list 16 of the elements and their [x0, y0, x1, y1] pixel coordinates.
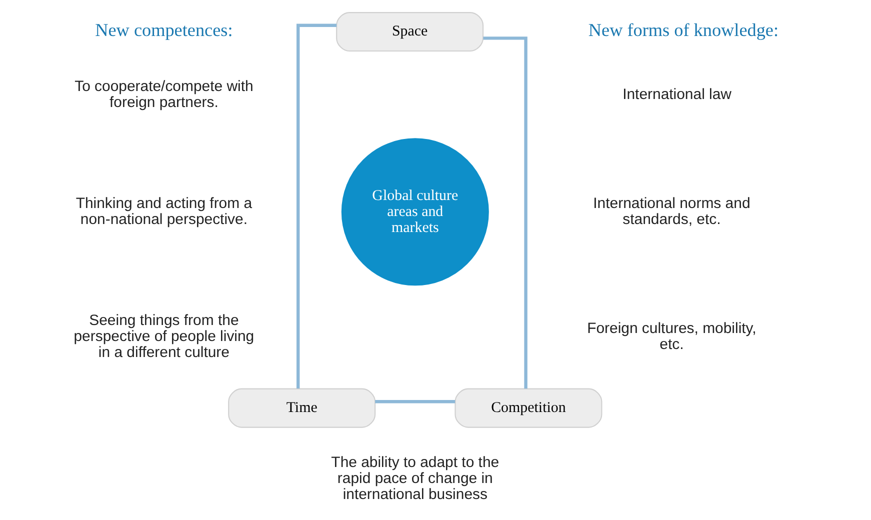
connector [374, 400, 455, 404]
label: Seeing things from the perspective of people living in a different culture [73, 312, 254, 361]
label: To cooperate/compete with foreign partners. [74, 78, 253, 111]
label: International law [622, 86, 732, 103]
connector [296, 24, 336, 389]
label: International norms and standards, etc. [592, 194, 750, 228]
label: Thinking and acting from a non-national perspective. [75, 194, 252, 228]
node-box: Time [228, 388, 376, 428]
label: New forms of knowledge: [588, 20, 778, 40]
label: New competences: [94, 20, 232, 40]
label: The ability to adapt to the rapid pace of change in international business [330, 454, 499, 504]
label: Foreign cultures, mobility, etc. [586, 320, 756, 353]
node-circle: Global culture areas and markets [340, 138, 488, 286]
node-box: Competition [454, 388, 602, 428]
connector [482, 36, 527, 389]
node-box: Space [336, 12, 484, 52]
